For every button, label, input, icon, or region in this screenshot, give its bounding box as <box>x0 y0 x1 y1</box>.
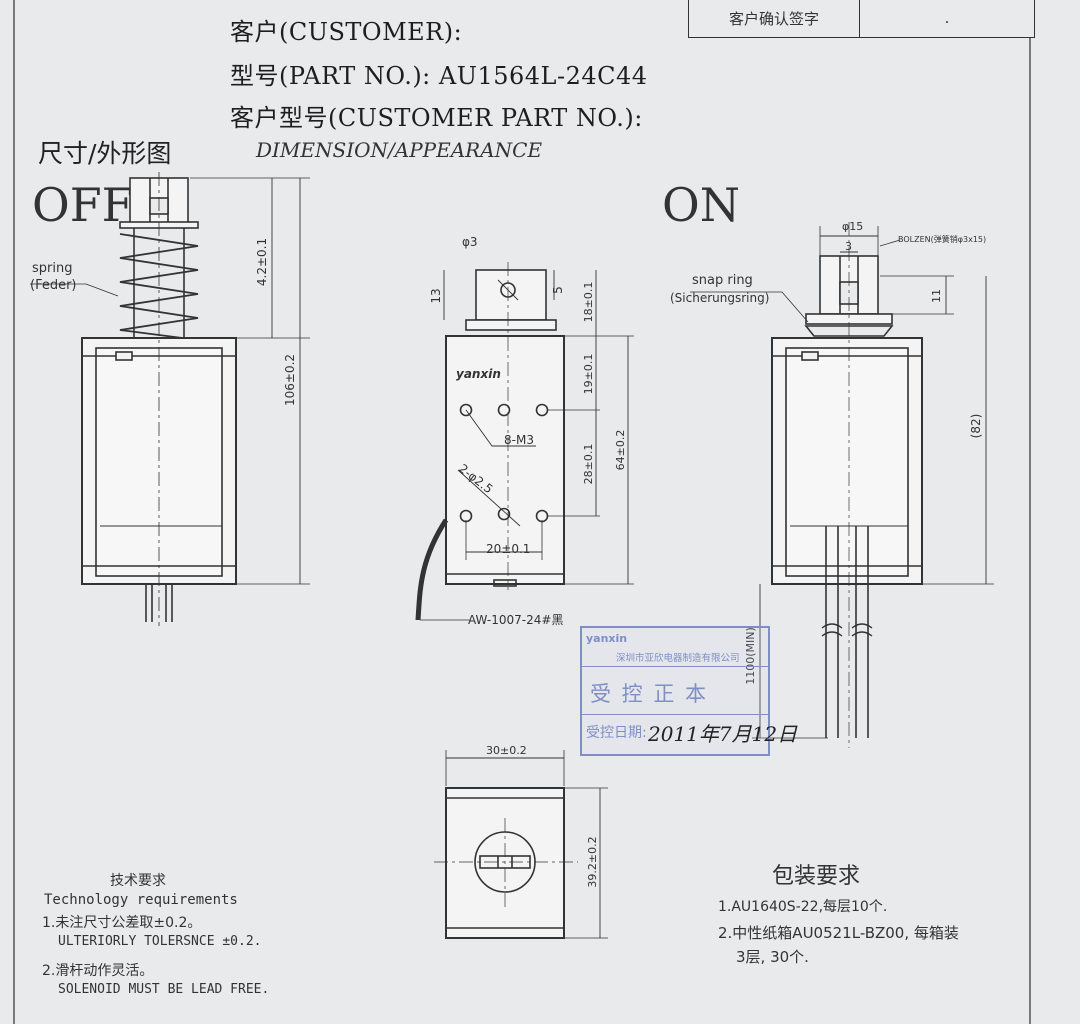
dim-64: 64±0.2 <box>614 430 627 471</box>
off-view-label: OFF <box>32 178 134 232</box>
dim-13: 13 <box>429 288 443 303</box>
tech-note-1-en: ULTERIORLY TOLERSNCE ±0.2. <box>58 934 262 949</box>
dim-19: 19±0.1 <box>582 354 595 395</box>
section-title-cn: 尺寸/外形图 <box>38 139 172 168</box>
control-stamp: yanxin 深圳市亚欣电器制造有限公司 受 控 正 本 受控日期: 2011年… <box>580 626 797 756</box>
confirm-signature-value[interactable]: . <box>859 0 1035 38</box>
tech-notes-title-cn: 技术要求 <box>110 873 166 889</box>
bottom-height-dimension: 39.2±0.2 <box>586 836 599 887</box>
tech-note-2: 2.滑杆动作灵活。 <box>42 963 154 979</box>
tech-note-2-en: SOLENOID MUST BE LEAD FREE. <box>58 982 270 997</box>
stamp-status: 受 控 正 本 <box>590 682 709 706</box>
spring-label: spring <box>32 261 72 276</box>
off-view <box>30 172 310 626</box>
customer-part-no-label: 客户型号(CUSTOMER PART NO.): <box>230 104 643 132</box>
on-view-label: ON <box>662 178 740 232</box>
stamp-logo: yanxin <box>586 632 628 645</box>
snap-ring-label-de: (Sicherungsring) <box>670 291 769 305</box>
bolzen-label: BOLZEN(弹簧销φ3x15) <box>898 234 986 244</box>
wire-spec-label: AW-1007-24#黑 <box>468 613 563 627</box>
stamp-date-label: 受控日期: <box>586 725 647 741</box>
confirm-signature-label: 客户确认签字 <box>688 0 860 38</box>
bottom-width-dimension: 30±0.2 <box>486 744 527 757</box>
dim-5: 5 <box>551 286 565 294</box>
dim-11: 11 <box>930 289 943 303</box>
brand-logo: yanxin <box>456 367 501 381</box>
dia-15: φ15 <box>842 220 863 233</box>
tech-note-1: 1.未注尺寸公差取±0.2。 <box>42 915 202 931</box>
part-no-label: 型号(PART NO.): AU1564L-24C44 <box>230 62 648 90</box>
spring-label-de: (Feder) <box>30 278 77 293</box>
on-view <box>690 222 994 748</box>
dim-28: 28±0.1 <box>582 444 595 485</box>
tech-notes-title-en: Technology requirements <box>44 892 238 908</box>
stroke-dimension: 4.2±0.1 <box>255 238 269 286</box>
bottom-view <box>434 750 608 939</box>
stamp-handwritten-date: 2011年7月12日 <box>648 722 798 746</box>
dim-82: (82) <box>969 414 983 439</box>
packing-item-1: 1.AU1640S-22,每层10个. <box>718 899 888 915</box>
packing-item-2: 2.中性纸箱AU0521L-BZ00, 每箱装 <box>718 924 959 942</box>
front-view <box>415 262 634 621</box>
section-title-en: DIMENSION/APPEARANCE <box>256 138 543 162</box>
overall-length-dimension: 106±0.2 <box>283 354 297 406</box>
lead-length-dimension: 1100(MIN) <box>744 627 757 685</box>
snap-ring-label: snap ring <box>692 273 753 288</box>
dim-20: 20±0.1 <box>486 542 530 556</box>
dim-18: 18±0.1 <box>582 282 595 323</box>
shaft-diameter: φ3 <box>462 235 478 249</box>
confirm-signature-table: 客户确认签字 . <box>688 0 1035 38</box>
holes-m3-label: 8-M3 <box>504 433 534 447</box>
customer-label: 客户(CUSTOMER): <box>230 18 463 46</box>
packing-title: 包装要求 <box>772 864 861 889</box>
stamp-company: 深圳市亚欣电器制造有限公司 <box>616 653 740 664</box>
dim-3: 3 <box>845 240 852 253</box>
packing-item-3: 3层, 30个. <box>736 948 809 966</box>
